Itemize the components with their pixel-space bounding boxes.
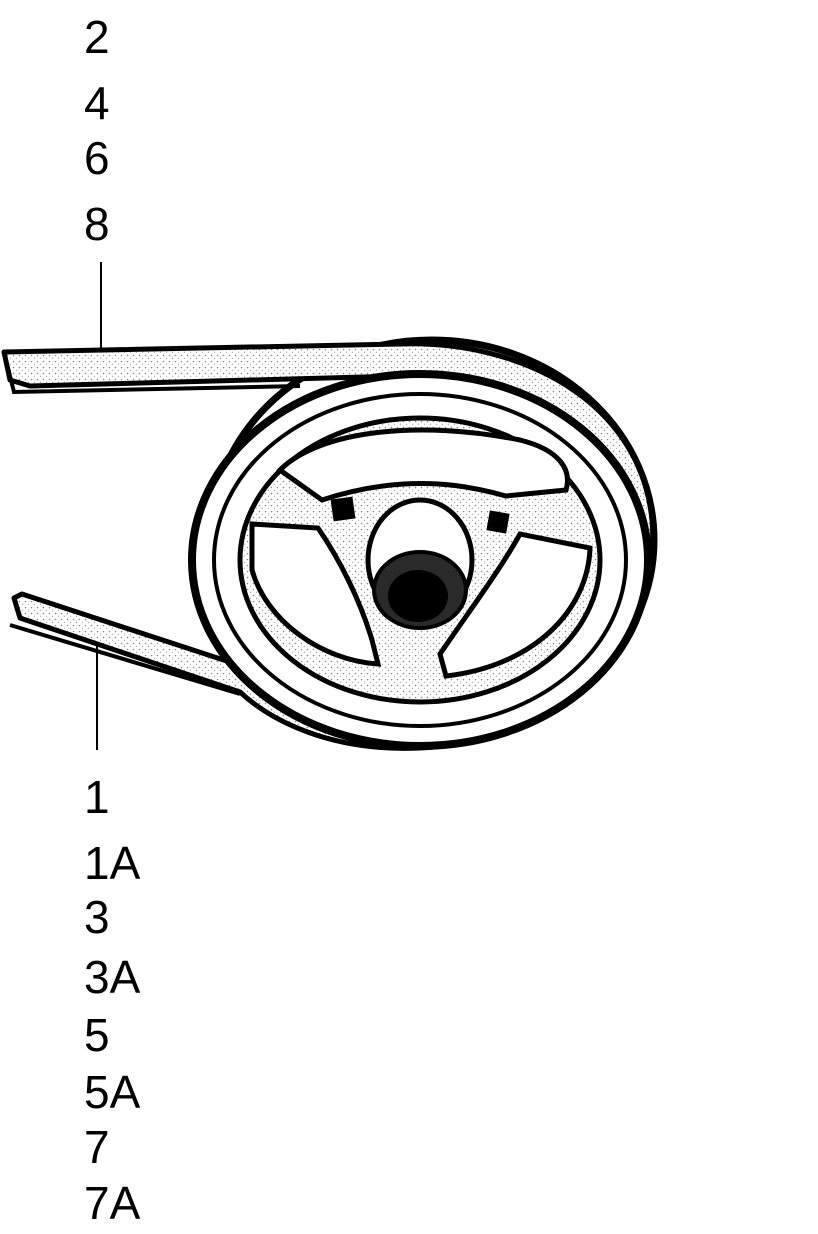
callout-label-1: 1 [84, 771, 110, 823]
pulley-groove [212, 392, 628, 728]
callout-label-3: 3 [84, 891, 110, 943]
callout-label-2: 2 [84, 11, 110, 63]
callout-label-1a: 1A [84, 837, 141, 889]
bolt-pad-right [486, 510, 510, 534]
callout-label-3a: 3A [84, 951, 141, 1003]
callout-label-6: 6 [84, 132, 110, 184]
spoke-opening-left [249, 521, 382, 667]
callout-label-7a: 7A [84, 1177, 141, 1229]
spoke-opening-right [437, 531, 593, 679]
spoke-opening-top [276, 427, 570, 503]
callout-label-4: 4 [84, 77, 110, 129]
belt-bottom-edge [9, 623, 241, 696]
belt-top-edge [2, 351, 301, 395]
bolt-pad-left [330, 496, 356, 522]
callout-label-8: 8 [84, 198, 110, 250]
callout-label-7: 7 [84, 1121, 110, 1173]
callout-label-5a: 5A [84, 1066, 141, 1118]
callout-label-5: 5 [84, 1009, 110, 1061]
hub-bore [388, 570, 448, 622]
